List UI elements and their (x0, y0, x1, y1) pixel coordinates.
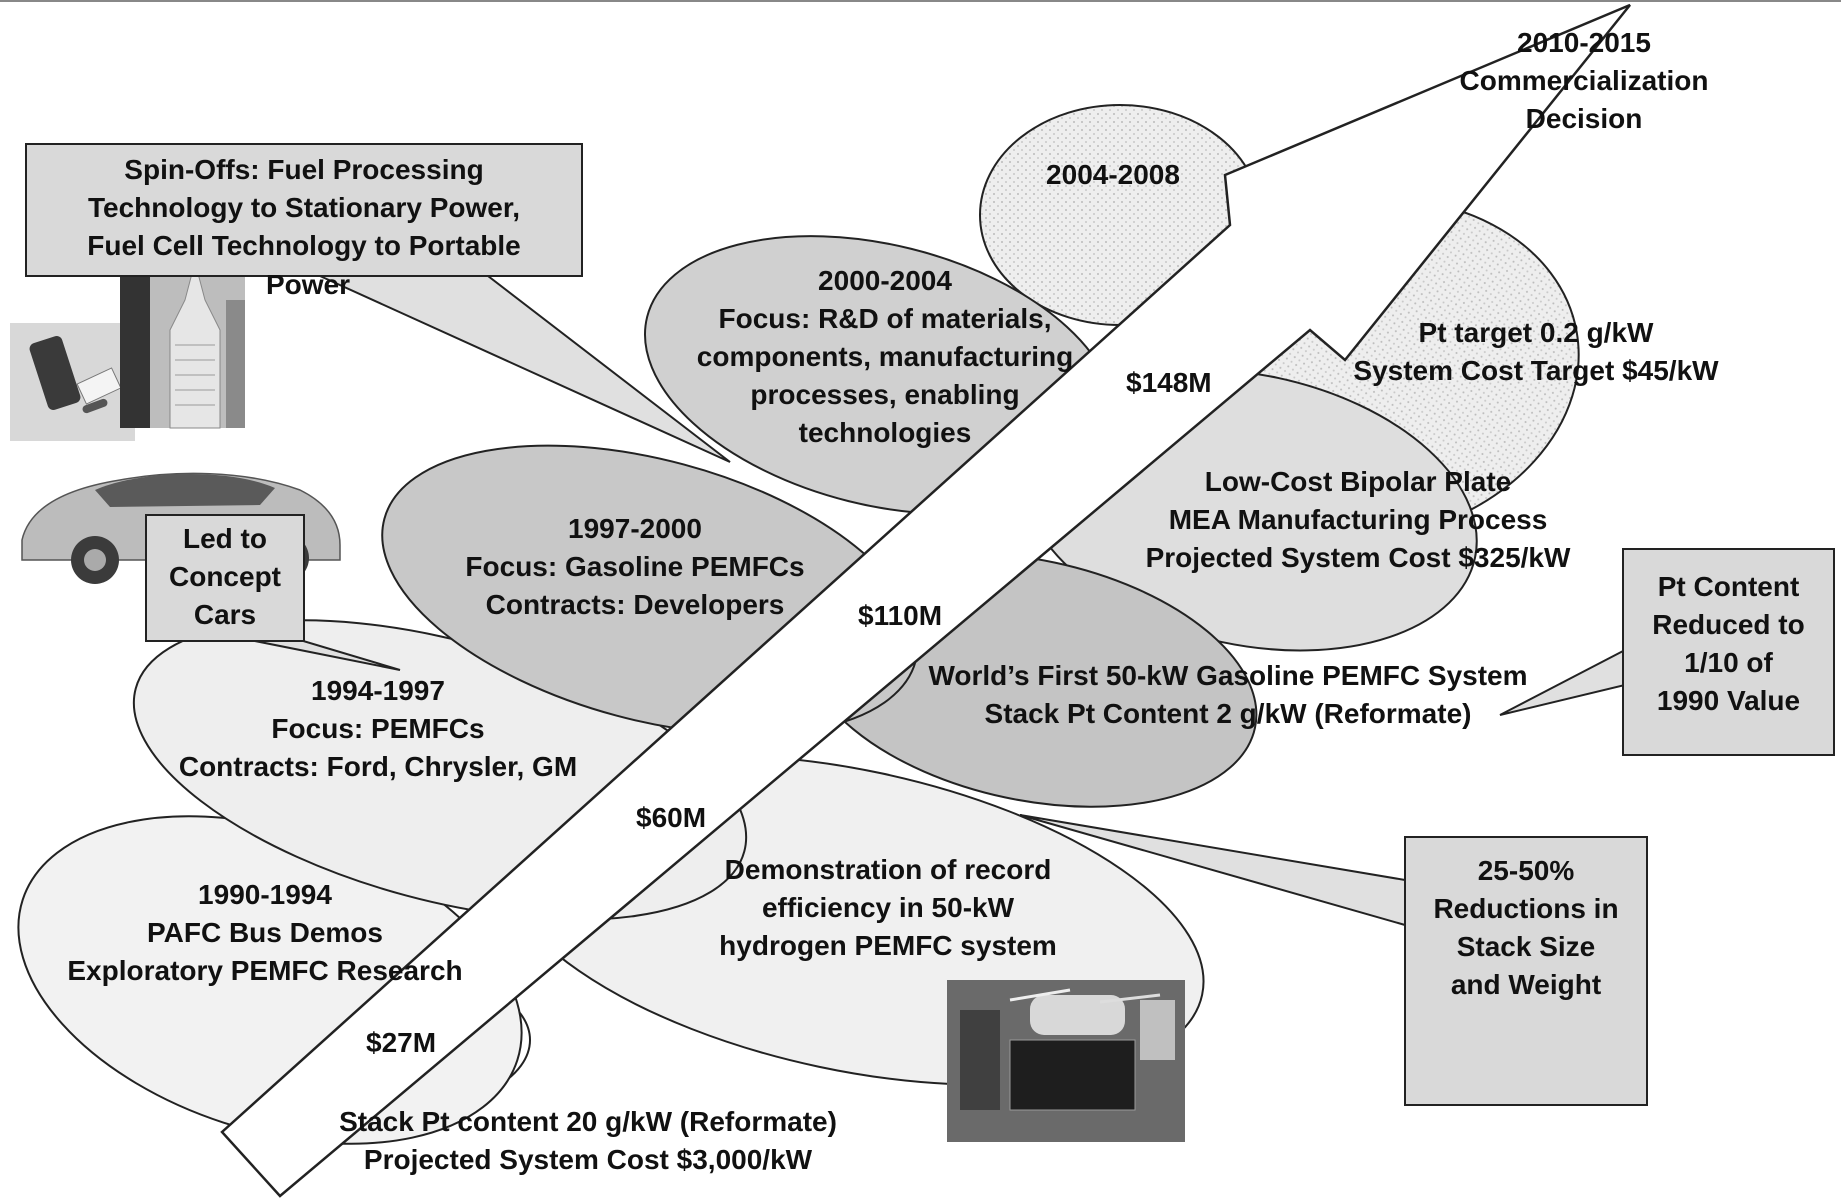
fuel-cell-system-photo (947, 980, 1185, 1142)
era-2004-year: 2004-2008 (1046, 159, 1180, 190)
bottom-achievement-label: Stack Pt content 20 g/kW (Reformate) Pro… (339, 1103, 837, 1179)
concept-line2: Concept (169, 561, 281, 592)
reductions-line3: Stack Size (1456, 931, 1596, 962)
spinoffs-line2: Technology to Stationary Power, (88, 192, 520, 223)
targets-line2: System Cost Target $45/kW (1353, 355, 1719, 386)
spinoffs-line4: Power (265, 269, 351, 300)
funding-27m: $27M (366, 1027, 437, 1058)
bottom-achievement-line1: Stack Pt content 20 g/kW (Reformate) (339, 1106, 837, 1137)
commercialization-label: 2010-2015 Commercialization Decision (1460, 24, 1709, 138)
bipolar-label: Low-Cost Bipolar Plate MEA Manufacturing… (1146, 463, 1571, 577)
bipolar-line2: MEA Manufacturing Process (1168, 504, 1548, 535)
skyscraper-photo (120, 260, 245, 429)
concept-cars-callout: Led to Concept Cars (145, 514, 305, 642)
pt-content-line3: 1/10 of (1684, 647, 1773, 678)
concept-line1: Led to (183, 523, 267, 554)
demo-achievement-line2: efficiency in 50-kW (761, 892, 1015, 923)
reductions-line1: 25-50% (1477, 855, 1575, 886)
spinoffs-line3: Fuel Cell Technology to Portable (87, 230, 521, 261)
demo-achievement-label: Demonstration of record efficiency in 50… (719, 851, 1057, 965)
era-2000-line5: technologies (798, 417, 972, 448)
era-1997-line2: Focus: Gasoline PEMFCs (465, 551, 805, 582)
era-1990-line3: Exploratory PEMFC Research (67, 955, 463, 986)
era-1994-line2: Focus: PEMFCs (271, 713, 485, 744)
era-1997-year: 1997-2000 (568, 513, 702, 544)
pt-content-line4: 1990 Value (1656, 685, 1801, 716)
targets-label: Pt target 0.2 g/kW System Cost Target $4… (1353, 314, 1718, 390)
first-gasoline-label: World’s First 50-kW Gasoline PEMFC Syste… (928, 657, 1527, 733)
era-2004-label: 2004-2008 (1046, 156, 1180, 194)
era-1994-label: 1994-1997 Focus: PEMFCs Contracts: Ford,… (179, 672, 577, 786)
spinoffs-callout: Spin-Offs: Fuel Processing Technology to… (25, 143, 583, 277)
era-1990-year: 1990-1994 (198, 879, 332, 910)
era-2000-line2: Focus: R&D of materials, (718, 303, 1052, 334)
first-gasoline-line2: Stack Pt Content 2 g/kW (Reformate) (984, 698, 1472, 729)
concept-line3: Cars (193, 599, 257, 630)
era-2000-year: 2000-2004 (818, 265, 952, 296)
era-1997-label: 1997-2000 Focus: Gasoline PEMFCs Contrac… (465, 510, 804, 624)
era-1990-label: 1990-1994 PAFC Bus Demos Exploratory PEM… (67, 876, 462, 990)
era-1994-line3: Contracts: Ford, Chrysler, GM (178, 751, 578, 782)
bottom-achievement-line2: Projected System Cost $3,000/kW (363, 1144, 813, 1175)
mobile-phone-photo (10, 323, 135, 441)
spinoffs-line4-label: Power (266, 266, 350, 304)
progress-arrow (220, 3, 1631, 1198)
pt-content-line1: Pt Content (1657, 571, 1800, 602)
funding-148m: $148M (1126, 367, 1212, 398)
funding-110m: $110M (858, 600, 943, 631)
era-1994-year: 1994-1997 (311, 675, 445, 706)
commercialization-years: 2010-2015 (1517, 27, 1651, 58)
commercialization-line3: Decision (1525, 103, 1643, 134)
bipolar-line3: Projected System Cost $325/kW (1145, 542, 1571, 573)
pt-content-callout: Pt Content Reduced to 1/10 of 1990 Value (1622, 548, 1835, 756)
commercialization-line2: Commercialization (1459, 65, 1709, 96)
pt-content-line2: Reduced to (1652, 609, 1805, 640)
first-gasoline-line1: World’s First 50-kW Gasoline PEMFC Syste… (928, 660, 1528, 691)
targets-line1: Pt target 0.2 g/kW (1418, 317, 1654, 348)
era-1990-line2: PAFC Bus Demos (147, 917, 383, 948)
era-2000-line3: components, manufacturing (696, 341, 1074, 372)
era-2000-line4: processes, enabling (750, 379, 1020, 410)
spinoffs-line1: Spin-Offs: Fuel Processing (124, 154, 484, 185)
bipolar-line1: Low-Cost Bipolar Plate (1204, 466, 1512, 497)
era-2000-label: 2000-2004 Focus: R&D of materials, compo… (697, 262, 1073, 452)
demo-achievement-line1: Demonstration of record (724, 854, 1052, 885)
demo-achievement-line3: hydrogen PEMFC system (719, 930, 1057, 961)
reductions-callout: 25-50% Reductions in Stack Size and Weig… (1404, 836, 1648, 1106)
reductions-line4: and Weight (1450, 969, 1602, 1000)
funding-60m: $60M (636, 802, 707, 833)
reductions-line2: Reductions in (1433, 893, 1619, 924)
era-1997-line3: Contracts: Developers (485, 589, 785, 620)
